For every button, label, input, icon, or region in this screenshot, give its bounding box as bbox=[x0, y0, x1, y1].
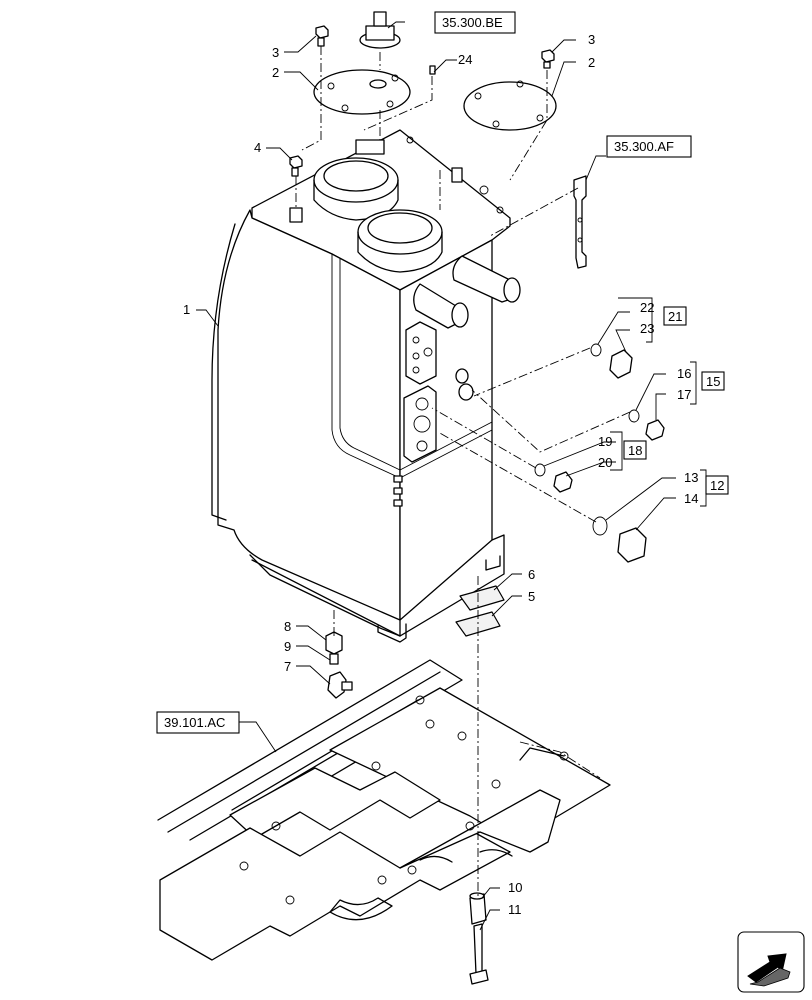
callout-numbers: 3 2 24 3 2 4 1 22 23 21 16 17 15 19 20 1… bbox=[183, 32, 729, 917]
callout-15: 15 bbox=[706, 374, 720, 389]
callout-18: 18 bbox=[628, 443, 642, 458]
cover-plate-left bbox=[313, 69, 411, 115]
ref-label-top: 35.300.BE bbox=[442, 15, 503, 30]
assembly-lines bbox=[295, 46, 631, 898]
leader-lines bbox=[196, 21, 707, 931]
callout-box-12 bbox=[705, 475, 729, 495]
callout-14: 14 bbox=[684, 491, 698, 506]
callout-box-15 bbox=[701, 371, 725, 391]
breather-cap bbox=[359, 11, 401, 49]
callout-11: 11 bbox=[508, 902, 522, 917]
callout-22: 22 bbox=[640, 300, 654, 315]
callout-7: 7 bbox=[284, 659, 291, 674]
callout-20: 20 bbox=[598, 455, 612, 470]
callout-17: 17 bbox=[677, 387, 691, 402]
cover-plate-right bbox=[463, 80, 557, 131]
ref-box-right bbox=[606, 135, 692, 158]
callout-24: 24 bbox=[458, 52, 472, 67]
callout-16: 16 bbox=[677, 366, 691, 381]
bolts-top bbox=[289, 25, 555, 177]
callout-19: 19 bbox=[598, 434, 612, 449]
callout-2-right: 2 bbox=[588, 55, 595, 70]
ref-label-frame: 39.101.AC bbox=[164, 715, 225, 730]
reference-labels: 35.300.BE 35.300.AF 39.101.AC bbox=[156, 11, 692, 734]
tank-openings bbox=[289, 136, 504, 273]
bracket-part bbox=[573, 175, 587, 269]
callout-21: 21 bbox=[668, 309, 682, 324]
callout-3-right: 3 bbox=[588, 32, 595, 47]
plugs-orings bbox=[534, 343, 665, 563]
callout-9: 9 bbox=[284, 639, 291, 654]
callout-1: 1 bbox=[183, 302, 190, 317]
callout-2-left: 2 bbox=[272, 65, 279, 80]
callout-12: 12 bbox=[710, 478, 724, 493]
callout-6: 6 bbox=[528, 567, 535, 582]
arrow-direction-icon[interactable] bbox=[737, 931, 805, 993]
callout-5: 5 bbox=[528, 589, 535, 604]
callout-box-18 bbox=[623, 440, 647, 460]
pipe-connectors bbox=[413, 255, 521, 329]
callout-box-21 bbox=[663, 306, 687, 326]
callout-4: 4 bbox=[254, 140, 261, 155]
callout-8: 8 bbox=[284, 619, 291, 634]
frame-structure bbox=[157, 659, 611, 961]
callout-13: 13 bbox=[684, 470, 698, 485]
callout-3-left: 3 bbox=[272, 45, 279, 60]
ref-box-top bbox=[434, 11, 516, 34]
port-panels bbox=[393, 321, 474, 507]
ref-box-frame bbox=[156, 711, 240, 734]
callout-10: 10 bbox=[508, 880, 522, 895]
ref-label-right: 35.300.AF bbox=[614, 139, 674, 154]
hydraulic-tank bbox=[211, 129, 511, 643]
callout-23: 23 bbox=[640, 321, 654, 336]
